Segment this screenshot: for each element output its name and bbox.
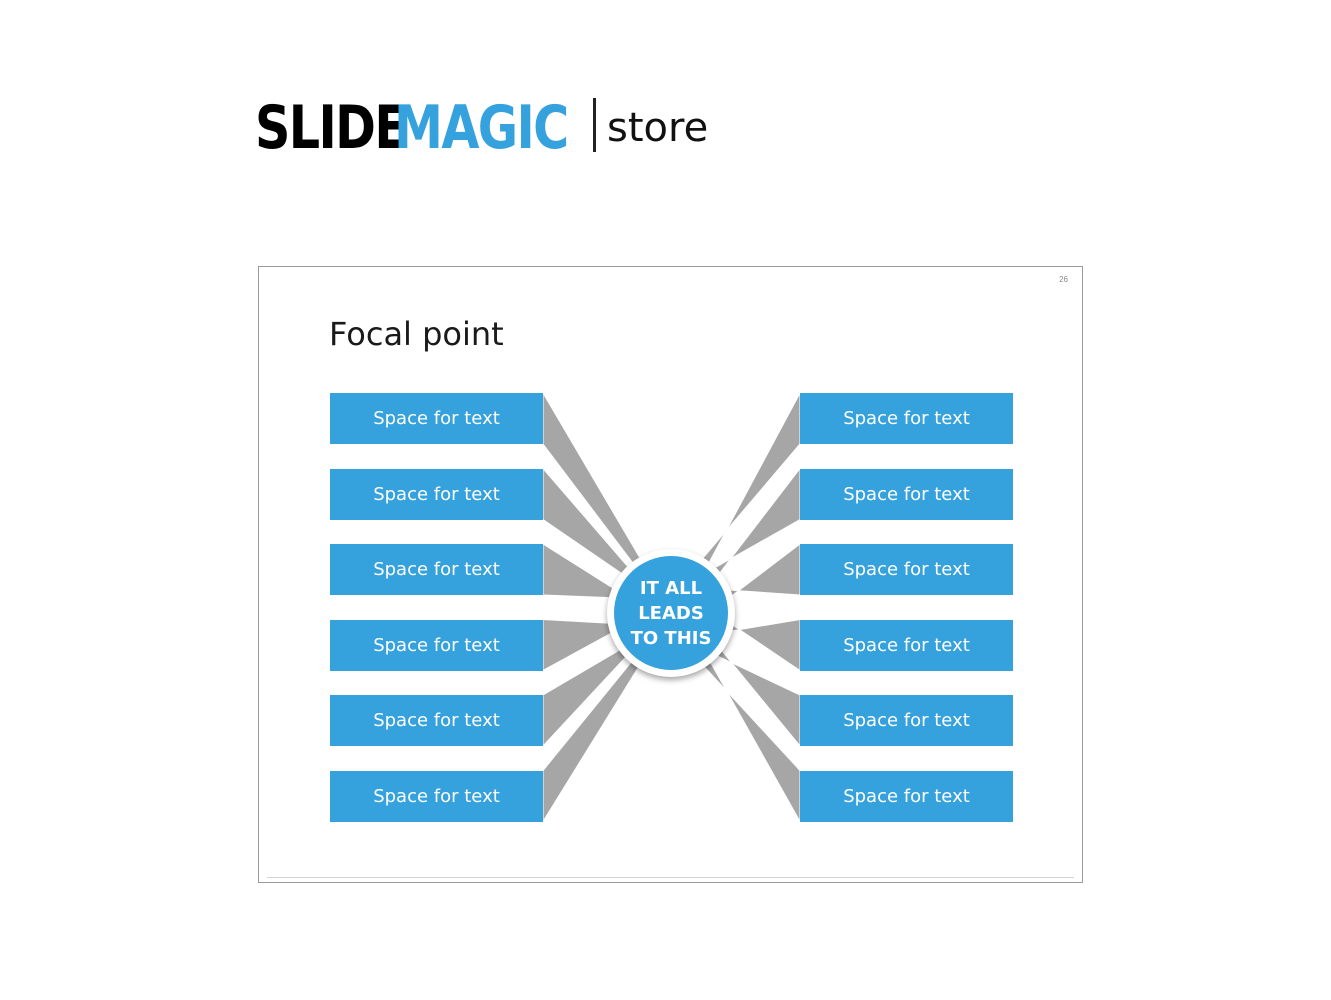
focal-hub-label: IT ALL LEADS TO THIS [614,556,728,670]
brand-logo: SLIDE MAGIC store [255,88,708,163]
brand-divider [593,98,596,152]
focal-hub: IT ALL LEADS TO THIS [607,549,735,677]
right-text-box: Space for text [800,770,1013,822]
slide-number: 26 [1059,275,1068,284]
left-text-box: Space for text [330,619,543,671]
brand-slide-text: SLIDE [255,93,408,163]
brand-store-text: store [607,105,709,151]
right-connector [727,618,801,672]
right-text-box: Space for text [800,619,1013,671]
left-text-box: Space for text [330,393,543,444]
left-text-box: Space for text [330,468,543,520]
slide-title: Focal point [329,315,504,353]
right-text-box: Space for text [800,468,1013,520]
brand-magic-text: MAGIC [393,93,569,163]
left-text-box: Space for text [330,544,543,595]
connector-layer [542,391,801,824]
left-text-box: Space for text [330,770,543,822]
right-text-box: Space for text [800,544,1013,595]
right-text-box: Space for text [800,695,1013,746]
left-text-box: Space for text [330,695,543,746]
right-text-box: Space for text [800,393,1013,444]
slide-bottom-line [267,877,1074,878]
